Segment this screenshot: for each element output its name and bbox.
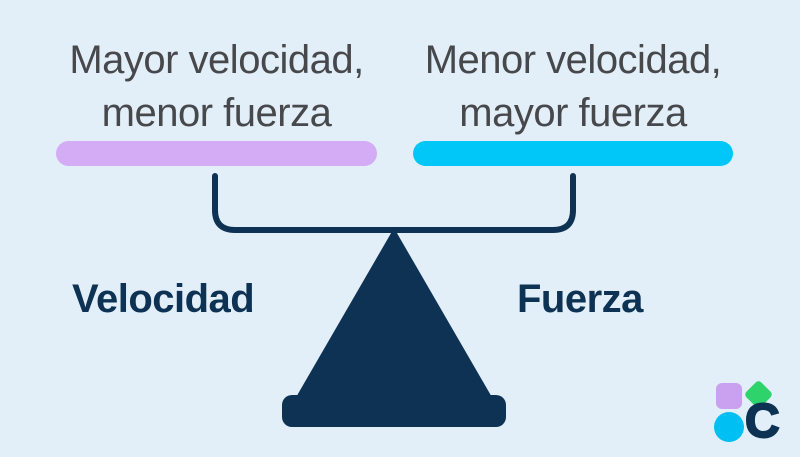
velocity-bar [56,141,377,166]
bracket-shape [212,173,576,233]
right-caption-line2: mayor fuerza [459,91,687,135]
logo-circle-icon [714,412,744,442]
left-caption-line1: Mayor velocidad, [69,38,364,82]
right-caption: Menor velocidad, mayor fuerza [413,34,733,140]
velocity-label: Velocidad [72,277,255,321]
force-bar [413,141,733,166]
brand-logo: C [714,379,781,448]
force-label: Fuerza [517,277,643,321]
left-caption: Mayor velocidad, menor fuerza [56,34,377,140]
fulcrum-base [282,395,506,427]
left-caption-line2: menor fuerza [101,91,332,135]
logo-square-icon [716,383,742,409]
fulcrum-triangle [295,228,493,399]
right-caption-line1: Menor velocidad, [424,38,722,82]
logo-letter-c: C [744,395,781,448]
